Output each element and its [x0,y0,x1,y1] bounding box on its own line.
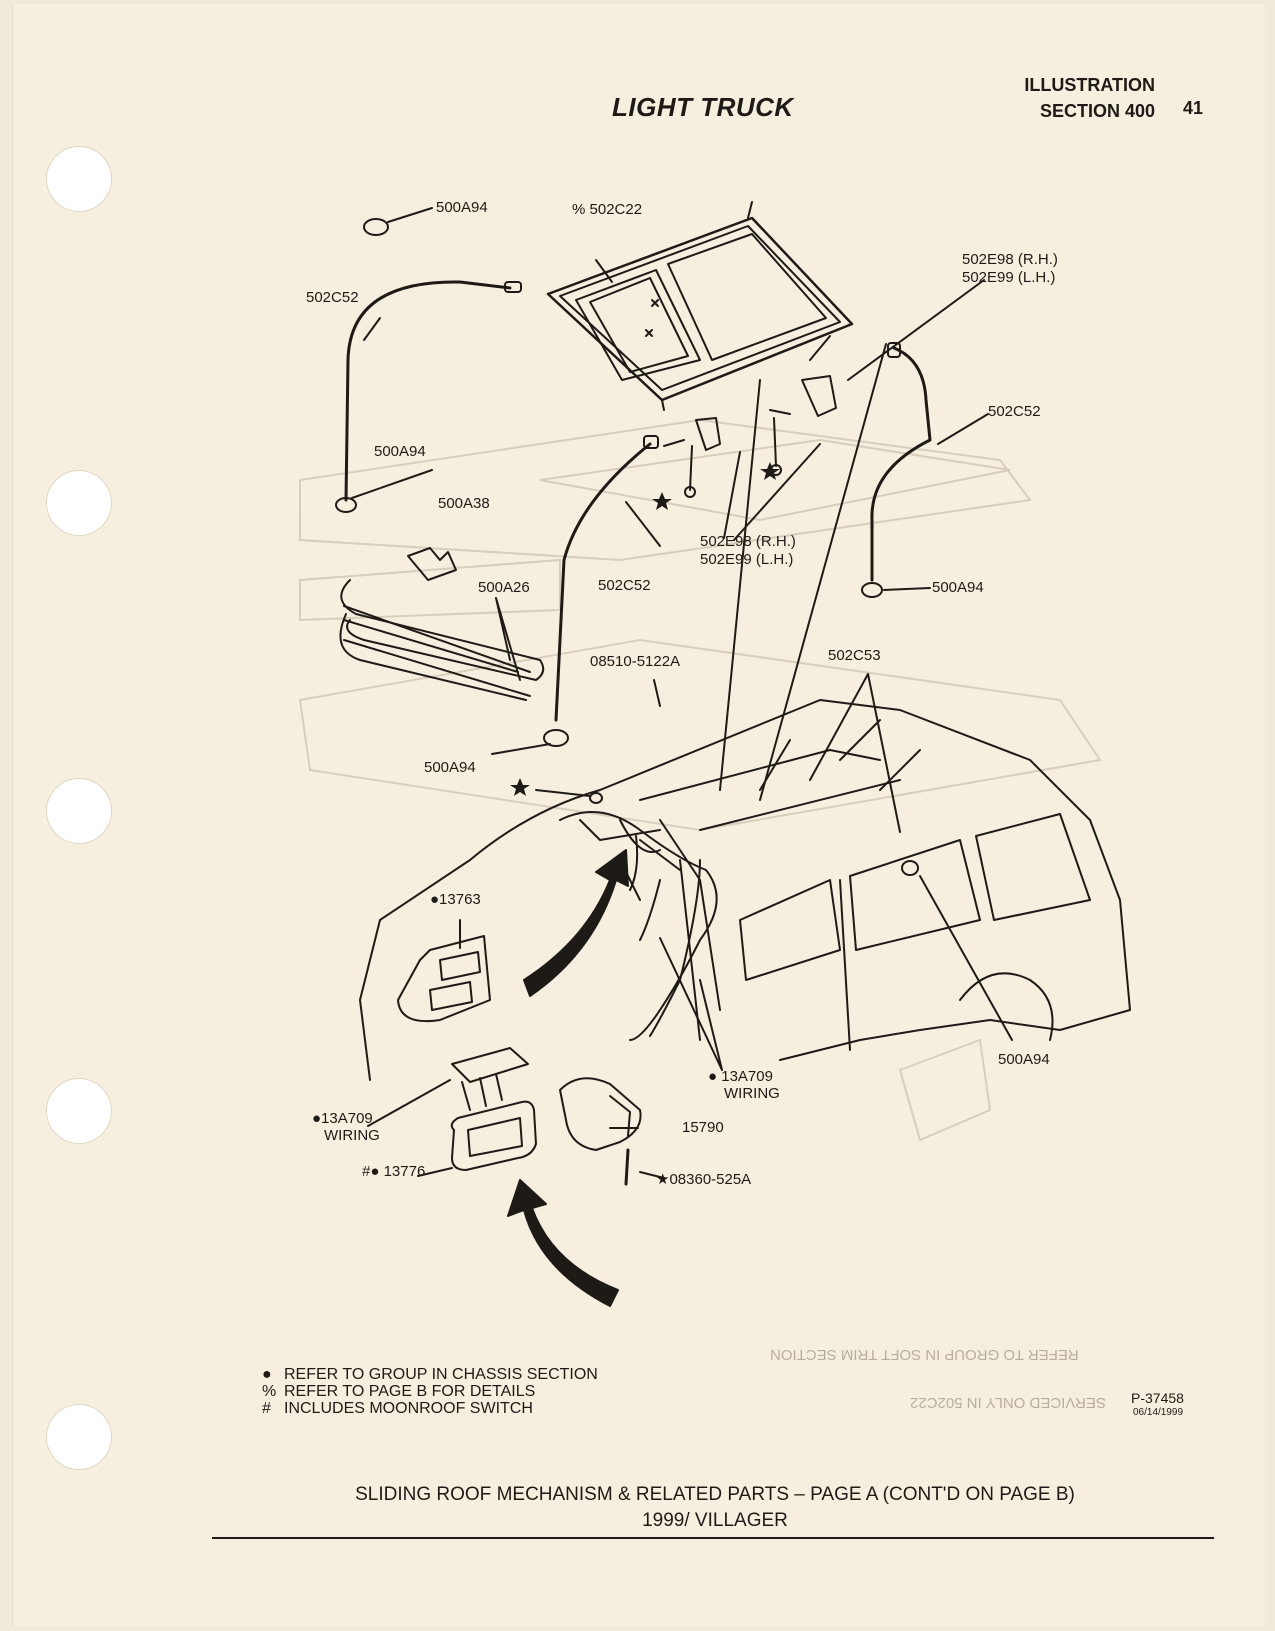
legend-item: ● REFER TO GROUP IN CHASSIS SECTION [262,1366,598,1383]
sunroof-frame [546,201,854,411]
legend-symbol: # [262,1400,271,1417]
callout-500A94-car: 500A94 [998,1051,1050,1068]
callout-08360-525A: ★08360-525A [656,1171,752,1188]
legend-item: # INCLUDES MOONROOF SWITCH [262,1400,598,1417]
callout-500A94-right: 500A94 [932,579,984,596]
bleed-through-text: SERVICED ONLY IN 502C22 [910,1394,1106,1411]
callout-502E99-top: 502E99 (L.H.) [962,269,1056,286]
van-body [359,699,1131,1081]
section-label: SECTION 400 [1039,101,1155,121]
section-header: ILLUSTRATION SECTION 400 [1010,72,1155,124]
page-number: 41 [1183,98,1204,118]
callout-13776: #● 13776 [362,1163,426,1180]
part-number: P-37458 [1131,1390,1184,1406]
callout-13A709-right: ● 13A709 WIRING [708,1068,780,1102]
callout-13A709-left: ●13A709 WIRING [312,1110,380,1144]
part-date: 06/14/1999 [1133,1407,1184,1418]
callout-502E98-mid: 502E98 (R.H.) [700,533,796,550]
callout-500A26: 500A26 [478,579,530,596]
callout-502C52-right: 502C52 [988,403,1041,420]
binder-hole [46,146,112,212]
binder-hole [46,1078,112,1144]
callout-500A94-lower: 500A94 [424,759,476,776]
diagram-linework [335,201,1131,1307]
callout-502E98-top: 502E98 (R.H.) [962,251,1058,268]
callout-13A709-right-wiring: WIRING [724,1085,780,1102]
callout-502C53: 502C53 [828,647,881,664]
callout-13763: ●13763 [430,891,481,908]
legend-item: % REFER TO PAGE B FOR DETAILS [262,1383,598,1400]
callout-502C52-mid: 502C52 [598,577,651,594]
legend-symbol: ● [262,1366,272,1383]
binder-hole [46,1404,112,1470]
legend: ● REFER TO GROUP IN CHASSIS SECTION % REFE… [262,1366,598,1417]
footer-rule [212,1537,1214,1539]
legend-symbol: % [262,1383,277,1400]
callout-13A709-left-number: ●13A709 [312,1110,373,1127]
callout-502C52-left: 502C52 [306,289,359,306]
callout-13A709-right-number: ● 13A709 [708,1068,773,1085]
bleed-through-text: REFER TO GROUP IN SOFT TRIM SECTION [770,1346,1079,1363]
page-title: LIGHT TRUCK [612,92,794,122]
binder-hole [46,778,112,844]
callout-502E99-mid: 502E99 (L.H.) [700,551,794,568]
callout-500A94-left: 500A94 [374,443,426,460]
callout-13A709-left-wiring: WIRING [324,1127,380,1144]
callout-08510-5122A: 08510-5122A [590,653,681,670]
callout-15790: 15790 [682,1119,724,1136]
legend-text: INCLUDES MOONROOF SWITCH [284,1400,533,1417]
legend-text: REFER TO GROUP IN CHASSIS SECTION [284,1366,598,1383]
callout-500A94-top: 500A94 [436,199,488,216]
figure-caption: SLIDING ROOF MECHANISM & RELATED PARTS –… [300,1482,1130,1534]
caption-line-1: SLIDING ROOF MECHANISM & RELATED PARTS –… [355,1484,1075,1505]
legend-text: REFER TO PAGE B FOR DETAILS [284,1383,536,1400]
binder-hole [46,470,112,536]
callout-502C22: % 502C22 [572,201,643,218]
caption-line-2: 1999/ VILLAGER [642,1510,788,1531]
callout-500A38: 500A38 [438,495,490,512]
illustration-label: ILLUSTRATION [1024,75,1155,95]
